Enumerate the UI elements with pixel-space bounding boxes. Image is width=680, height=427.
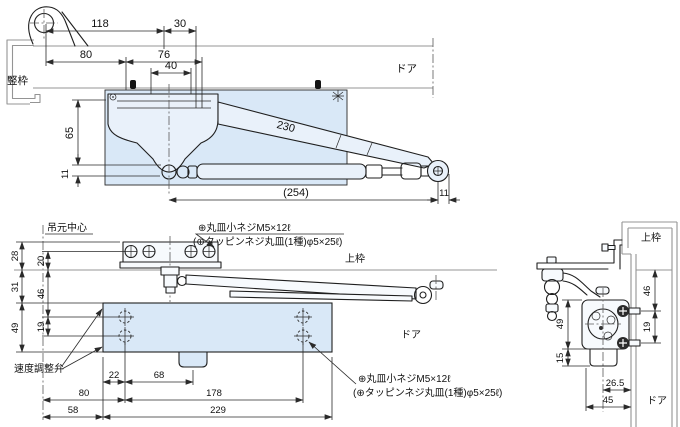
front-left-dimensions: 28 31 49 20 46 19: [10, 241, 125, 353]
dim-118: 118: [91, 18, 109, 30]
dim-19-front: 19: [36, 322, 47, 333]
dim-80-front: 80: [79, 388, 90, 399]
phillips-screw-icon: [617, 305, 629, 349]
label-door-front: ドア: [401, 330, 421, 341]
dim-11-left: 11: [60, 169, 71, 179]
front-view: 吊元中心 上枠: [10, 221, 502, 420]
dim-46-side: 46: [642, 286, 653, 297]
dim-40: 40: [165, 60, 177, 72]
dim-254: (254): [283, 187, 309, 199]
dim-178: 178: [206, 388, 222, 399]
label-door-top: ドア: [396, 63, 417, 75]
arm-elbow-side: [541, 268, 610, 322]
bottom-cylinder-tab: [178, 351, 208, 368]
dim-11-right: 11: [439, 188, 449, 199]
dim-15-side: 15: [555, 353, 566, 364]
front-bottom-dimensions: 22 68 80 178 58 229: [42, 342, 333, 420]
dim-31: 31: [10, 282, 21, 293]
label-top-frame-front: 上枠: [345, 252, 365, 265]
arm-front: [160, 266, 444, 305]
dim-26-5: 26.5: [606, 378, 625, 389]
closer-body-front: [102, 302, 333, 368]
label-vertical-frame: 竪枠: [7, 74, 28, 87]
bottom-cylinder-side: [589, 348, 618, 367]
screw-callout-bottom: ⊕丸皿小ネジM5×12ℓ (⊕タッピンネジ丸皿(1種)φ5×25ℓ): [308, 341, 502, 399]
dim-229: 229: [210, 405, 226, 416]
dim-22: 22: [109, 370, 120, 381]
screw-head-icon: [130, 80, 136, 89]
dim-49-side: 49: [555, 319, 566, 330]
link-rod-plan: [176, 163, 403, 180]
callout-bottom-line2: (⊕タッピンネジ丸皿(1種)φ5×25ℓ): [353, 386, 502, 399]
dim-80: 80: [80, 49, 92, 61]
screw-head-icon: [315, 80, 321, 89]
dim-58: 58: [68, 405, 79, 416]
dim-76: 76: [158, 49, 170, 61]
phillips-screw-icon: [124, 244, 216, 259]
label-door-side: ドア: [647, 396, 667, 407]
side-dimensions: 46 19 49 15 26.5 45: [555, 269, 661, 411]
side-view: 上枠 ドア: [536, 221, 678, 427]
label-top-frame-side: 上枠: [641, 231, 661, 244]
dim-46-front: 46: [36, 289, 47, 300]
top-plan-view: 竪枠 ドア: [6, 6, 460, 204]
dim-arm-length: 230: [275, 119, 296, 135]
surface-mark: [332, 90, 344, 102]
top-view-dimensions: 118 30 80 76 40 65 11 (254) 11: [45, 18, 460, 204]
bracket-side: [536, 239, 623, 270]
main-arm-plan: [217, 101, 450, 183]
callout-top-line1: ⊕丸皿小ネジM5×12ℓ: [198, 221, 291, 234]
pivot-bracket: [28, 6, 89, 47]
dim-20: 20: [36, 256, 47, 267]
callout-bottom-line1: ⊕丸皿小ネジM5×12ℓ: [358, 372, 451, 385]
label-speed-valve: 速度調整弁: [14, 362, 64, 375]
closer-body-plan: [107, 84, 219, 194]
screw-callout-top: ⊕丸皿小ネジM5×12ℓ (⊕タッピンネジ丸皿(1種)φ5×25ℓ): [193, 221, 344, 248]
label-hinge-center: 吊元中心: [47, 221, 87, 234]
callout-top-line2: (⊕タッピンネジ丸皿(1種)φ5×25ℓ): [193, 235, 342, 248]
dim-45: 45: [603, 395, 614, 406]
dim-28: 28: [10, 251, 21, 262]
dim-30: 30: [174, 18, 186, 30]
dim-19-side: 19: [642, 322, 653, 333]
dim-68: 68: [154, 370, 165, 381]
dim-65: 65: [64, 127, 76, 139]
dim-49-front: 49: [10, 323, 21, 334]
vertical-frame-profile: [6, 39, 41, 105]
